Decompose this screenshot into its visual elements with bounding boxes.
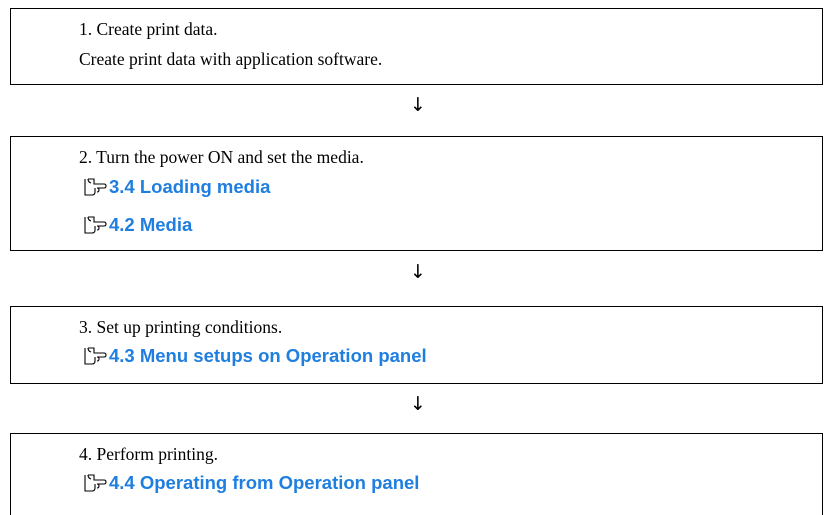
reference-hand-icon bbox=[83, 472, 107, 494]
step-4-box: 4. Perform printing. 4.4 Operating from … bbox=[10, 433, 823, 515]
reference-link-operating[interactable]: 4.4 Operating from Operation panel bbox=[83, 472, 419, 494]
step-3-title: 3. Set up printing conditions. bbox=[79, 317, 283, 337]
step-2-title: 2. Turn the power ON and set the media. bbox=[79, 147, 364, 167]
reference-link-text[interactable]: 4.2 Media bbox=[109, 214, 193, 235]
reference-link-media[interactable]: 4.2 Media bbox=[83, 214, 192, 236]
reference-link-loading-media[interactable]: 3.4 Loading media bbox=[83, 176, 270, 198]
reference-hand-icon bbox=[83, 176, 107, 198]
step-1-title: 1. Create print data. bbox=[79, 19, 218, 39]
down-arrow-icon: ↓ bbox=[410, 393, 426, 415]
step-3-box: 3. Set up printing conditions. 4.3 Menu … bbox=[10, 306, 823, 384]
reference-link-text[interactable]: 4.3 Menu setups on Operation panel bbox=[109, 345, 427, 366]
reference-link-menu-setups[interactable]: 4.3 Menu setups on Operation panel bbox=[83, 345, 427, 367]
down-arrow-icon: ↓ bbox=[410, 261, 426, 283]
reference-link-text[interactable]: 3.4 Loading media bbox=[109, 176, 271, 197]
reference-link-text[interactable]: 4.4 Operating from Operation panel bbox=[109, 472, 420, 493]
down-arrow-icon: ↓ bbox=[410, 94, 426, 116]
step-2-box: 2. Turn the power ON and set the media. … bbox=[10, 136, 823, 251]
reference-hand-icon bbox=[83, 345, 107, 367]
step-4-title: 4. Perform printing. bbox=[79, 444, 219, 464]
step-1-box: 1. Create print data. Create print data … bbox=[10, 8, 823, 85]
step-1-description: Create print data with application softw… bbox=[79, 49, 383, 69]
reference-hand-icon bbox=[83, 214, 107, 236]
